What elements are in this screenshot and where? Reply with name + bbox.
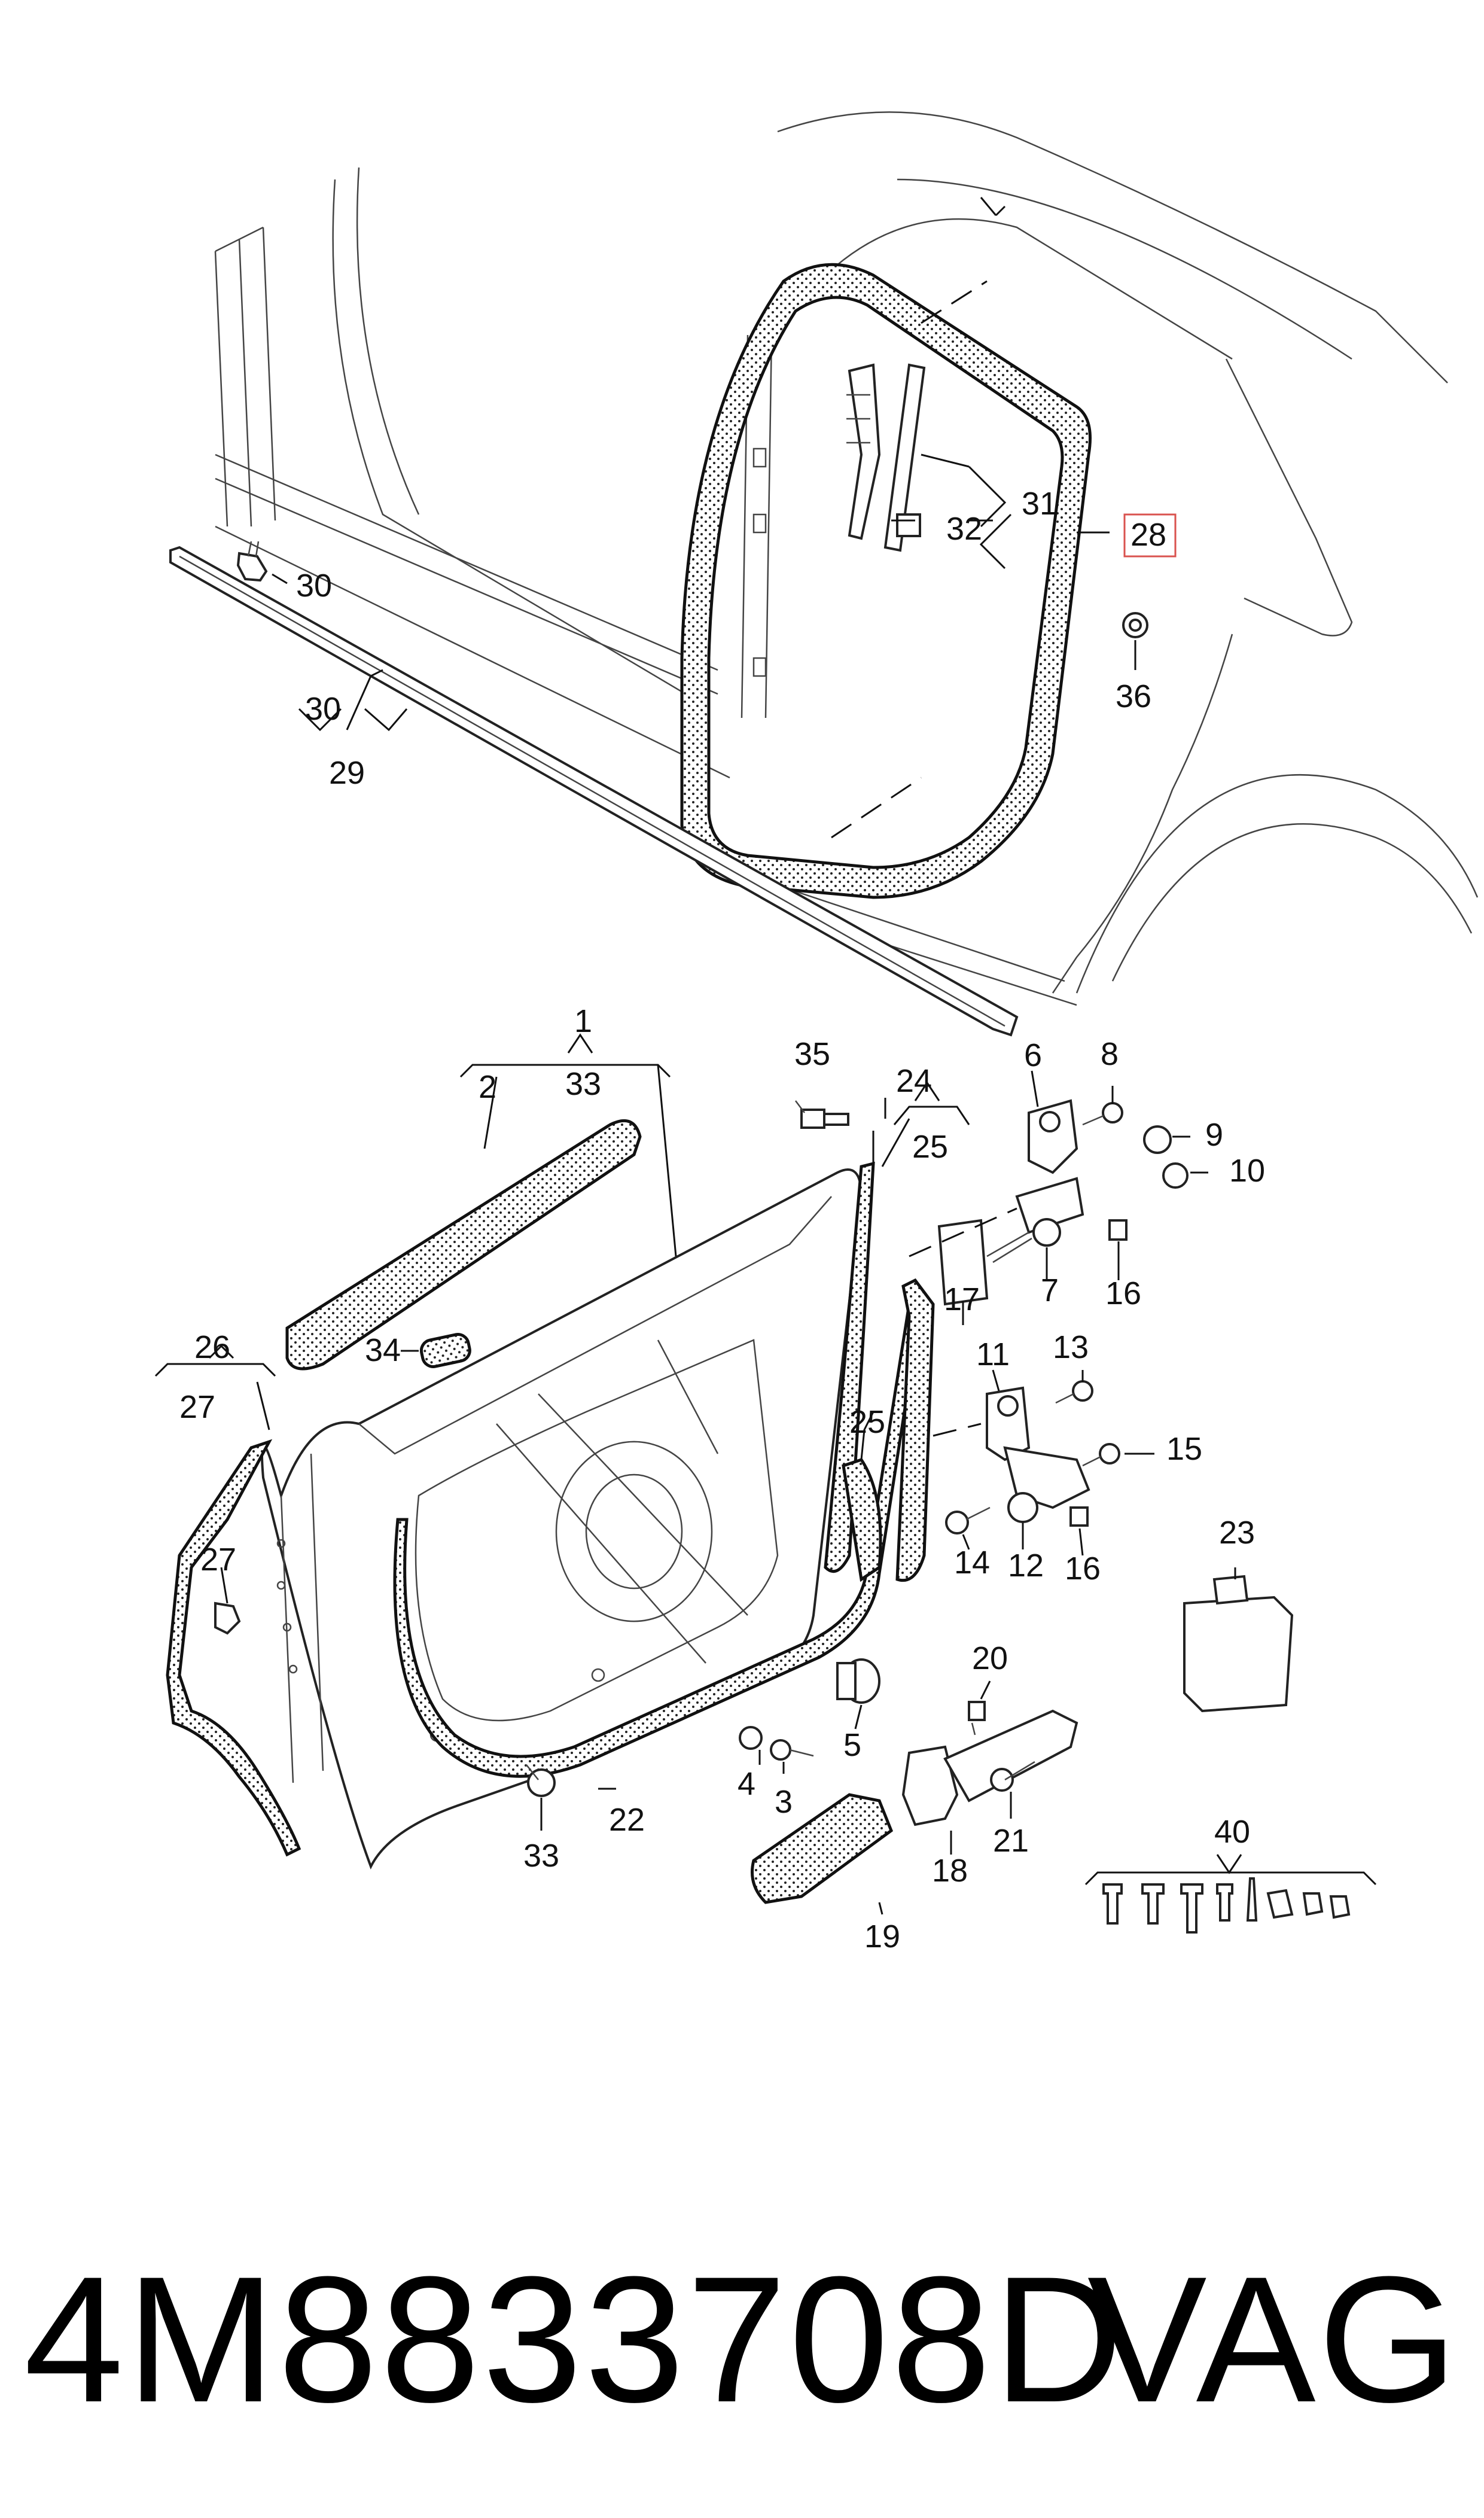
hinge-12 xyxy=(1003,1446,1090,1523)
fastener-set-40 xyxy=(1102,1877,1351,1934)
callout-10-label: 10 xyxy=(1229,1153,1265,1189)
bolt-21 xyxy=(990,1761,1035,1792)
grommet-4 xyxy=(739,1726,763,1750)
clip-27 xyxy=(214,1601,241,1635)
nut-9 xyxy=(1143,1125,1172,1154)
callout-32-label: 32 xyxy=(946,511,982,547)
callout-11-label: 11 xyxy=(976,1336,1010,1372)
screw-3 xyxy=(770,1739,814,1761)
footer: 4M8833708D VAG xyxy=(0,2213,1484,2489)
nut-10 xyxy=(1162,1162,1189,1189)
bolt-14 xyxy=(945,1506,991,1534)
damper-34 xyxy=(419,1333,471,1368)
hinge-upper-6 xyxy=(1028,1099,1078,1174)
callout-30b-label: 30 xyxy=(305,691,341,727)
callout-15-label: 15 xyxy=(1166,1431,1202,1467)
callout-7-label: 7 xyxy=(1041,1272,1059,1308)
door-check-18 xyxy=(901,1709,1078,1826)
seal-strip-25a xyxy=(895,1278,935,1582)
trim-strip-2 xyxy=(285,1119,642,1371)
seal-strip-25b xyxy=(842,1458,882,1582)
clip-32 xyxy=(896,513,921,537)
callout-22-label: 22 xyxy=(609,1802,645,1838)
callout-9-label: 9 xyxy=(1205,1117,1223,1153)
callout-18-label: 18 xyxy=(932,1853,968,1889)
callout-labels: 28 31 32 36 30 30 29 1 33 2 35 24 25 6 8… xyxy=(179,486,1265,1954)
callout-27a-label: 27 xyxy=(179,1389,215,1425)
callout-30a-label: 30 xyxy=(296,568,332,604)
leader-lines xyxy=(154,197,1377,1915)
grommet-36 xyxy=(1122,612,1148,638)
parts-diagram: 28 31 32 36 30 30 29 1 33 2 35 24 25 6 8… xyxy=(154,111,1479,1954)
callout-36-label: 36 xyxy=(1116,678,1151,714)
door-opening-seal-28 xyxy=(680,263,1092,899)
plug-5 xyxy=(836,1658,880,1704)
callout-14-label: 14 xyxy=(954,1545,990,1581)
callout-6-label: 6 xyxy=(1024,1037,1042,1073)
callout-35-label: 35 xyxy=(794,1036,830,1072)
bolt-35 xyxy=(795,1100,849,1129)
callout-29-label: 29 xyxy=(329,755,365,791)
callout-28-label: 28 xyxy=(1130,517,1166,553)
brand-name: VAG xyxy=(1087,2239,1460,2440)
seal-26 xyxy=(166,1439,301,1857)
callout-16b-label: 16 xyxy=(1065,1551,1101,1587)
callout-12-label: 12 xyxy=(1008,1548,1044,1584)
callout-33b-label: 33 xyxy=(523,1838,559,1874)
callout-8-label: 8 xyxy=(1101,1036,1119,1072)
check-strap-19 xyxy=(751,1793,894,1904)
callout-2-label: 2 xyxy=(479,1069,496,1105)
callout-17-label: 17 xyxy=(944,1281,980,1317)
callout-25b-label: 25 xyxy=(849,1404,885,1440)
seal-strip-24 xyxy=(824,1161,875,1573)
callout-28-highlight xyxy=(1123,513,1177,558)
part-number: 4M8833708D xyxy=(24,2239,1126,2440)
callout-33a-label: 33 xyxy=(565,1066,601,1102)
callout-21-label: 21 xyxy=(993,1823,1029,1859)
bolt-20 xyxy=(968,1701,986,1735)
callout-19-label: 19 xyxy=(864,1919,900,1954)
cap-16-lower xyxy=(1069,1506,1089,1527)
bottle-23 xyxy=(1183,1575,1294,1713)
pillar-trim-31 xyxy=(846,363,926,552)
bolt-8 xyxy=(1082,1102,1123,1126)
callout-16a-label: 16 xyxy=(1105,1275,1141,1311)
callout-27b-label: 27 xyxy=(200,1542,236,1578)
callout-25a-label: 25 xyxy=(912,1129,948,1165)
callout-34-label: 34 xyxy=(365,1332,401,1368)
callout-31-label: 31 xyxy=(1022,486,1058,522)
hinge-lower-11 xyxy=(986,1386,1031,1462)
callout-40-label: 40 xyxy=(1214,1814,1250,1850)
bracket-17 xyxy=(937,1219,1032,1306)
callout-26-label: 26 xyxy=(194,1329,230,1365)
callout-1-label: 1 xyxy=(574,1003,592,1039)
bolt-13 xyxy=(1055,1380,1093,1404)
bolt-15 xyxy=(1082,1443,1120,1467)
hinge-7 xyxy=(1015,1177,1084,1247)
callout-20-label: 20 xyxy=(972,1640,1008,1676)
clip-30 xyxy=(236,541,268,582)
callout-23-label: 23 xyxy=(1219,1515,1255,1551)
cap-16-upper xyxy=(1108,1219,1128,1241)
callout-4-label: 4 xyxy=(738,1766,755,1802)
callout-13-label: 13 xyxy=(1053,1329,1089,1365)
bolt-33 xyxy=(526,1764,556,1797)
door-seal-22 xyxy=(393,1302,923,1778)
callout-3-label: 3 xyxy=(775,1784,793,1820)
callout-5-label: 5 xyxy=(843,1727,861,1763)
callout-24-label: 24 xyxy=(896,1063,932,1099)
